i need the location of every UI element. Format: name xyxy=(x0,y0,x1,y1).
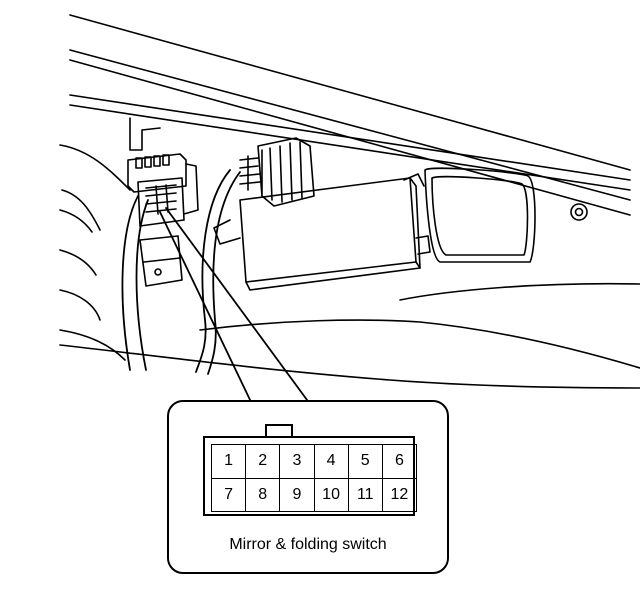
connector-face xyxy=(203,436,415,516)
wiring-harness xyxy=(121,169,241,375)
pin-6: 6 xyxy=(382,445,417,479)
pin-5: 5 xyxy=(348,445,383,479)
connector-key-tab xyxy=(265,424,293,436)
pin-8: 8 xyxy=(246,478,281,512)
screw-fastener xyxy=(570,203,588,221)
pin-grid: 1 2 3 4 5 6 7 8 9 10 11 12 xyxy=(211,444,417,512)
pin-4: 4 xyxy=(314,445,349,479)
pin-10: 10 xyxy=(314,478,349,512)
switch-connector xyxy=(127,153,199,287)
pin-2: 2 xyxy=(246,445,281,479)
pin-9: 9 xyxy=(280,478,315,512)
pin-7: 7 xyxy=(212,478,247,512)
pin-1: 1 xyxy=(212,445,247,479)
control-module xyxy=(213,173,431,291)
connector-callout: 1 2 3 4 5 6 7 8 9 10 11 12 Mirror & fold… xyxy=(167,400,449,574)
window-frame-lines xyxy=(69,14,631,216)
window-opening xyxy=(424,167,536,263)
pin-3: 3 xyxy=(280,445,315,479)
pin-12: 12 xyxy=(382,478,417,512)
callout-leader-lines xyxy=(159,207,311,405)
pin-11: 11 xyxy=(348,478,383,512)
connector-caption: Mirror & folding switch xyxy=(229,536,387,553)
module-connector-plug xyxy=(239,137,315,207)
